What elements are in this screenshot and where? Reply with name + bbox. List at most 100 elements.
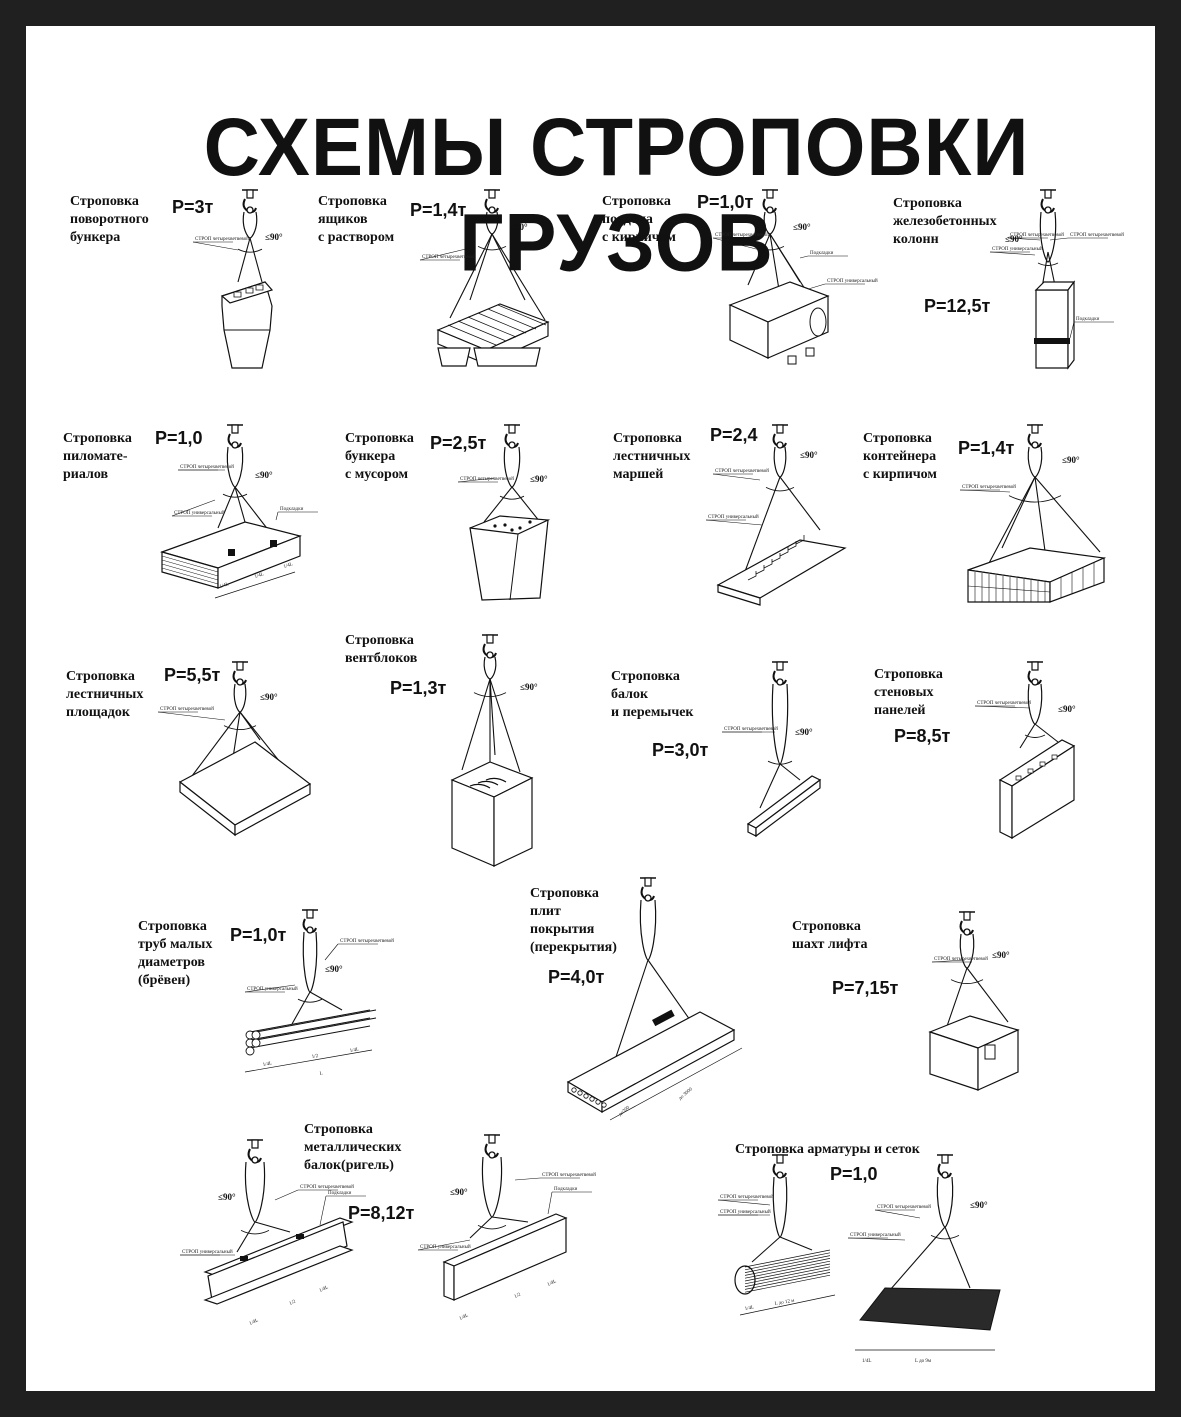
dimension-line bbox=[245, 1050, 372, 1072]
panel-drawing: ≤90°СТРОП четырехветвевой bbox=[930, 912, 1018, 1090]
sling-loop bbox=[243, 212, 256, 238]
load-value: Р=1,0 bbox=[155, 428, 203, 448]
angle-arc bbox=[478, 1225, 506, 1229]
angle-arc bbox=[768, 761, 792, 764]
dimension-line bbox=[215, 572, 295, 598]
angle-arc bbox=[223, 494, 247, 497]
load-value: Р=1,4т bbox=[958, 438, 1015, 458]
dimension-text: L bbox=[319, 1072, 323, 1077]
sling-line bbox=[237, 1222, 255, 1252]
sling-tag: СТРОП четырехветвевой bbox=[724, 727, 778, 732]
dimension-text: до 3000 bbox=[678, 1087, 694, 1102]
load-value: Р=2,5т bbox=[430, 433, 487, 453]
angle-arc bbox=[766, 487, 794, 491]
sling-line bbox=[780, 1237, 812, 1250]
sling-tag: Подкладки bbox=[1076, 317, 1100, 322]
stairs-side bbox=[718, 585, 760, 605]
pipe-line bbox=[250, 1018, 370, 1040]
angle-arc bbox=[1038, 263, 1058, 266]
angle-label: ≤90° bbox=[325, 964, 343, 974]
panel-end bbox=[1000, 780, 1012, 838]
panel-drawing: ≤90°СТРОП четырехветвевой bbox=[420, 190, 548, 366]
crane-hook-icon bbox=[1027, 425, 1043, 448]
angle-label: ≤90° bbox=[530, 474, 548, 484]
sling-tag: СТРОП универсальный bbox=[174, 511, 225, 516]
sling-line bbox=[492, 1217, 528, 1222]
slab-hollow bbox=[572, 1088, 576, 1092]
sling-line bbox=[1035, 477, 1100, 552]
angle-arc bbox=[756, 246, 784, 250]
container-side bbox=[1050, 558, 1104, 602]
dimension-text: L до 9м bbox=[915, 1359, 932, 1364]
panel-label: Строповка ящиков с раствором bbox=[318, 194, 395, 245]
angle-arc bbox=[478, 246, 506, 250]
sling-line bbox=[648, 960, 690, 1020]
panel-label: Строповка контейнера с кирпичом bbox=[863, 431, 937, 482]
box-pattern bbox=[478, 313, 526, 333]
dimension-text: 1/4L bbox=[547, 1279, 558, 1288]
trash-edge bbox=[510, 534, 518, 600]
leader-line bbox=[515, 1178, 540, 1180]
hook-ring bbox=[307, 927, 313, 933]
lumber-board bbox=[162, 572, 218, 588]
pallet-leg bbox=[788, 356, 796, 364]
trash-debris bbox=[528, 520, 532, 524]
hook-shank bbox=[509, 425, 515, 433]
hook-ring bbox=[777, 679, 783, 685]
dimension-text: 1/4L bbox=[744, 1305, 754, 1312]
sling-line bbox=[1002, 477, 1035, 548]
sling-loop bbox=[937, 1177, 952, 1227]
container-grid bbox=[968, 586, 1050, 592]
load-value: Р=1,0т bbox=[697, 192, 754, 212]
crane-hook-icon bbox=[937, 1155, 953, 1178]
slab-hollow bbox=[590, 1097, 594, 1101]
panel-drawing: ≤90°СТРОП четырехветвевой bbox=[722, 662, 820, 836]
slab-side bbox=[602, 1030, 734, 1112]
crane-hook-icon bbox=[1040, 190, 1056, 213]
bunker-cell bbox=[246, 288, 253, 293]
leader-line bbox=[548, 1192, 552, 1214]
angle-label: ≤90° bbox=[218, 1192, 236, 1202]
panel-drawing: ≤90° bbox=[452, 635, 538, 866]
panel-label: Строповка пиломате- риалов bbox=[63, 431, 132, 482]
poster-body: СХЕМЫ СТРОПОВКИ ГРУЗОВ bbox=[52, 52, 1181, 1417]
crane-hook-icon bbox=[772, 425, 788, 448]
hook-ring bbox=[767, 207, 773, 213]
panel-label: Строповка шахт лифта bbox=[792, 919, 868, 952]
sling-line bbox=[945, 1227, 970, 1288]
leader-line bbox=[1070, 322, 1074, 338]
hook-ring bbox=[247, 207, 253, 213]
trash-debris bbox=[518, 526, 522, 530]
sling-line bbox=[740, 477, 780, 585]
sling-line bbox=[292, 992, 310, 1024]
angle-arc bbox=[474, 693, 506, 697]
lumber-board bbox=[162, 568, 218, 584]
leader-line bbox=[713, 474, 760, 480]
leader-line bbox=[932, 960, 965, 962]
panel-drawing: ≤90°СТРОП четырехветвевой bbox=[458, 425, 548, 600]
pipe-end bbox=[252, 1031, 260, 1039]
crane-hook-icon bbox=[762, 190, 778, 213]
hook-shank bbox=[489, 190, 495, 198]
hook-ring bbox=[489, 1152, 495, 1158]
sling-line bbox=[218, 487, 235, 528]
stairs-step bbox=[780, 547, 788, 556]
load-value: Р=1,0т bbox=[230, 925, 287, 945]
load-value: Р=4,0т bbox=[548, 967, 605, 987]
sling-loop bbox=[484, 657, 496, 679]
hook-shank bbox=[237, 662, 243, 670]
sling-line bbox=[238, 238, 250, 282]
panel-opening bbox=[1028, 769, 1033, 773]
stairs-step bbox=[748, 571, 756, 580]
leader-line bbox=[418, 1240, 470, 1250]
sling-tag: СТРОП четырехветвевой bbox=[340, 939, 394, 944]
ibeam-web bbox=[208, 1222, 347, 1300]
dimension-text: 1/4L bbox=[262, 1061, 272, 1068]
reinforcement-mesh bbox=[860, 1288, 1000, 1330]
pipe-line bbox=[256, 1010, 376, 1032]
poster-title: СХЕМЫ СТРОПОВКИ ГРУЗОВ bbox=[203, 100, 1030, 289]
sling-tag: СТРОП четырехветвевой bbox=[720, 1195, 774, 1200]
rebar-rod bbox=[745, 1261, 830, 1278]
